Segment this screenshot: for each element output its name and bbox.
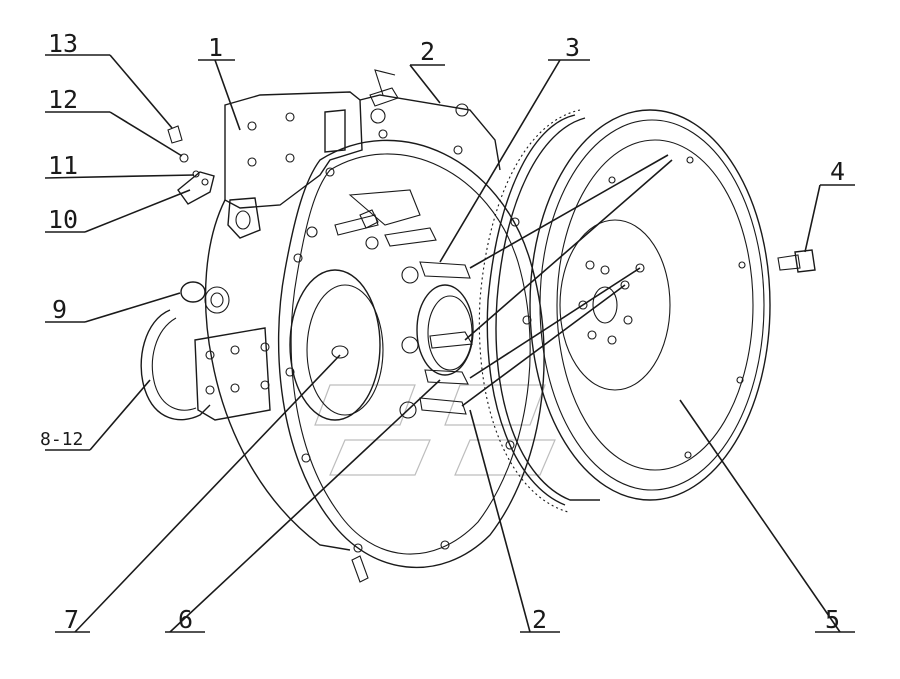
callout-2-bottom: 2 xyxy=(532,605,547,634)
callout-7: 7 xyxy=(64,605,79,634)
housing-flange xyxy=(277,129,545,583)
callout-4: 4 xyxy=(830,157,845,186)
callout-3: 3 xyxy=(565,33,580,62)
callout-labels: 13 12 11 10 9 8-12 1 2 3 4 5 2 6 7 xyxy=(40,29,845,634)
callout-12: 12 xyxy=(48,85,78,114)
leader-lines xyxy=(44,54,855,633)
callout-1: 1 xyxy=(208,33,223,62)
callout-9: 9 xyxy=(52,295,67,324)
callout-5: 5 xyxy=(825,605,840,634)
callout-11: 11 xyxy=(48,151,78,180)
callout-6: 6 xyxy=(178,605,193,634)
callout-2-top: 2 xyxy=(420,37,435,66)
flywheel xyxy=(478,109,771,513)
small-parts-10-13 xyxy=(167,125,215,205)
watermark-logo xyxy=(314,384,556,476)
flywheel-housing xyxy=(140,69,501,551)
callout-13: 13 xyxy=(48,29,78,58)
callout-10: 10 xyxy=(48,205,78,234)
callout-8-12: 8-12 xyxy=(40,429,83,450)
bolt-4 xyxy=(777,249,816,273)
flywheel-bolts xyxy=(419,261,473,415)
